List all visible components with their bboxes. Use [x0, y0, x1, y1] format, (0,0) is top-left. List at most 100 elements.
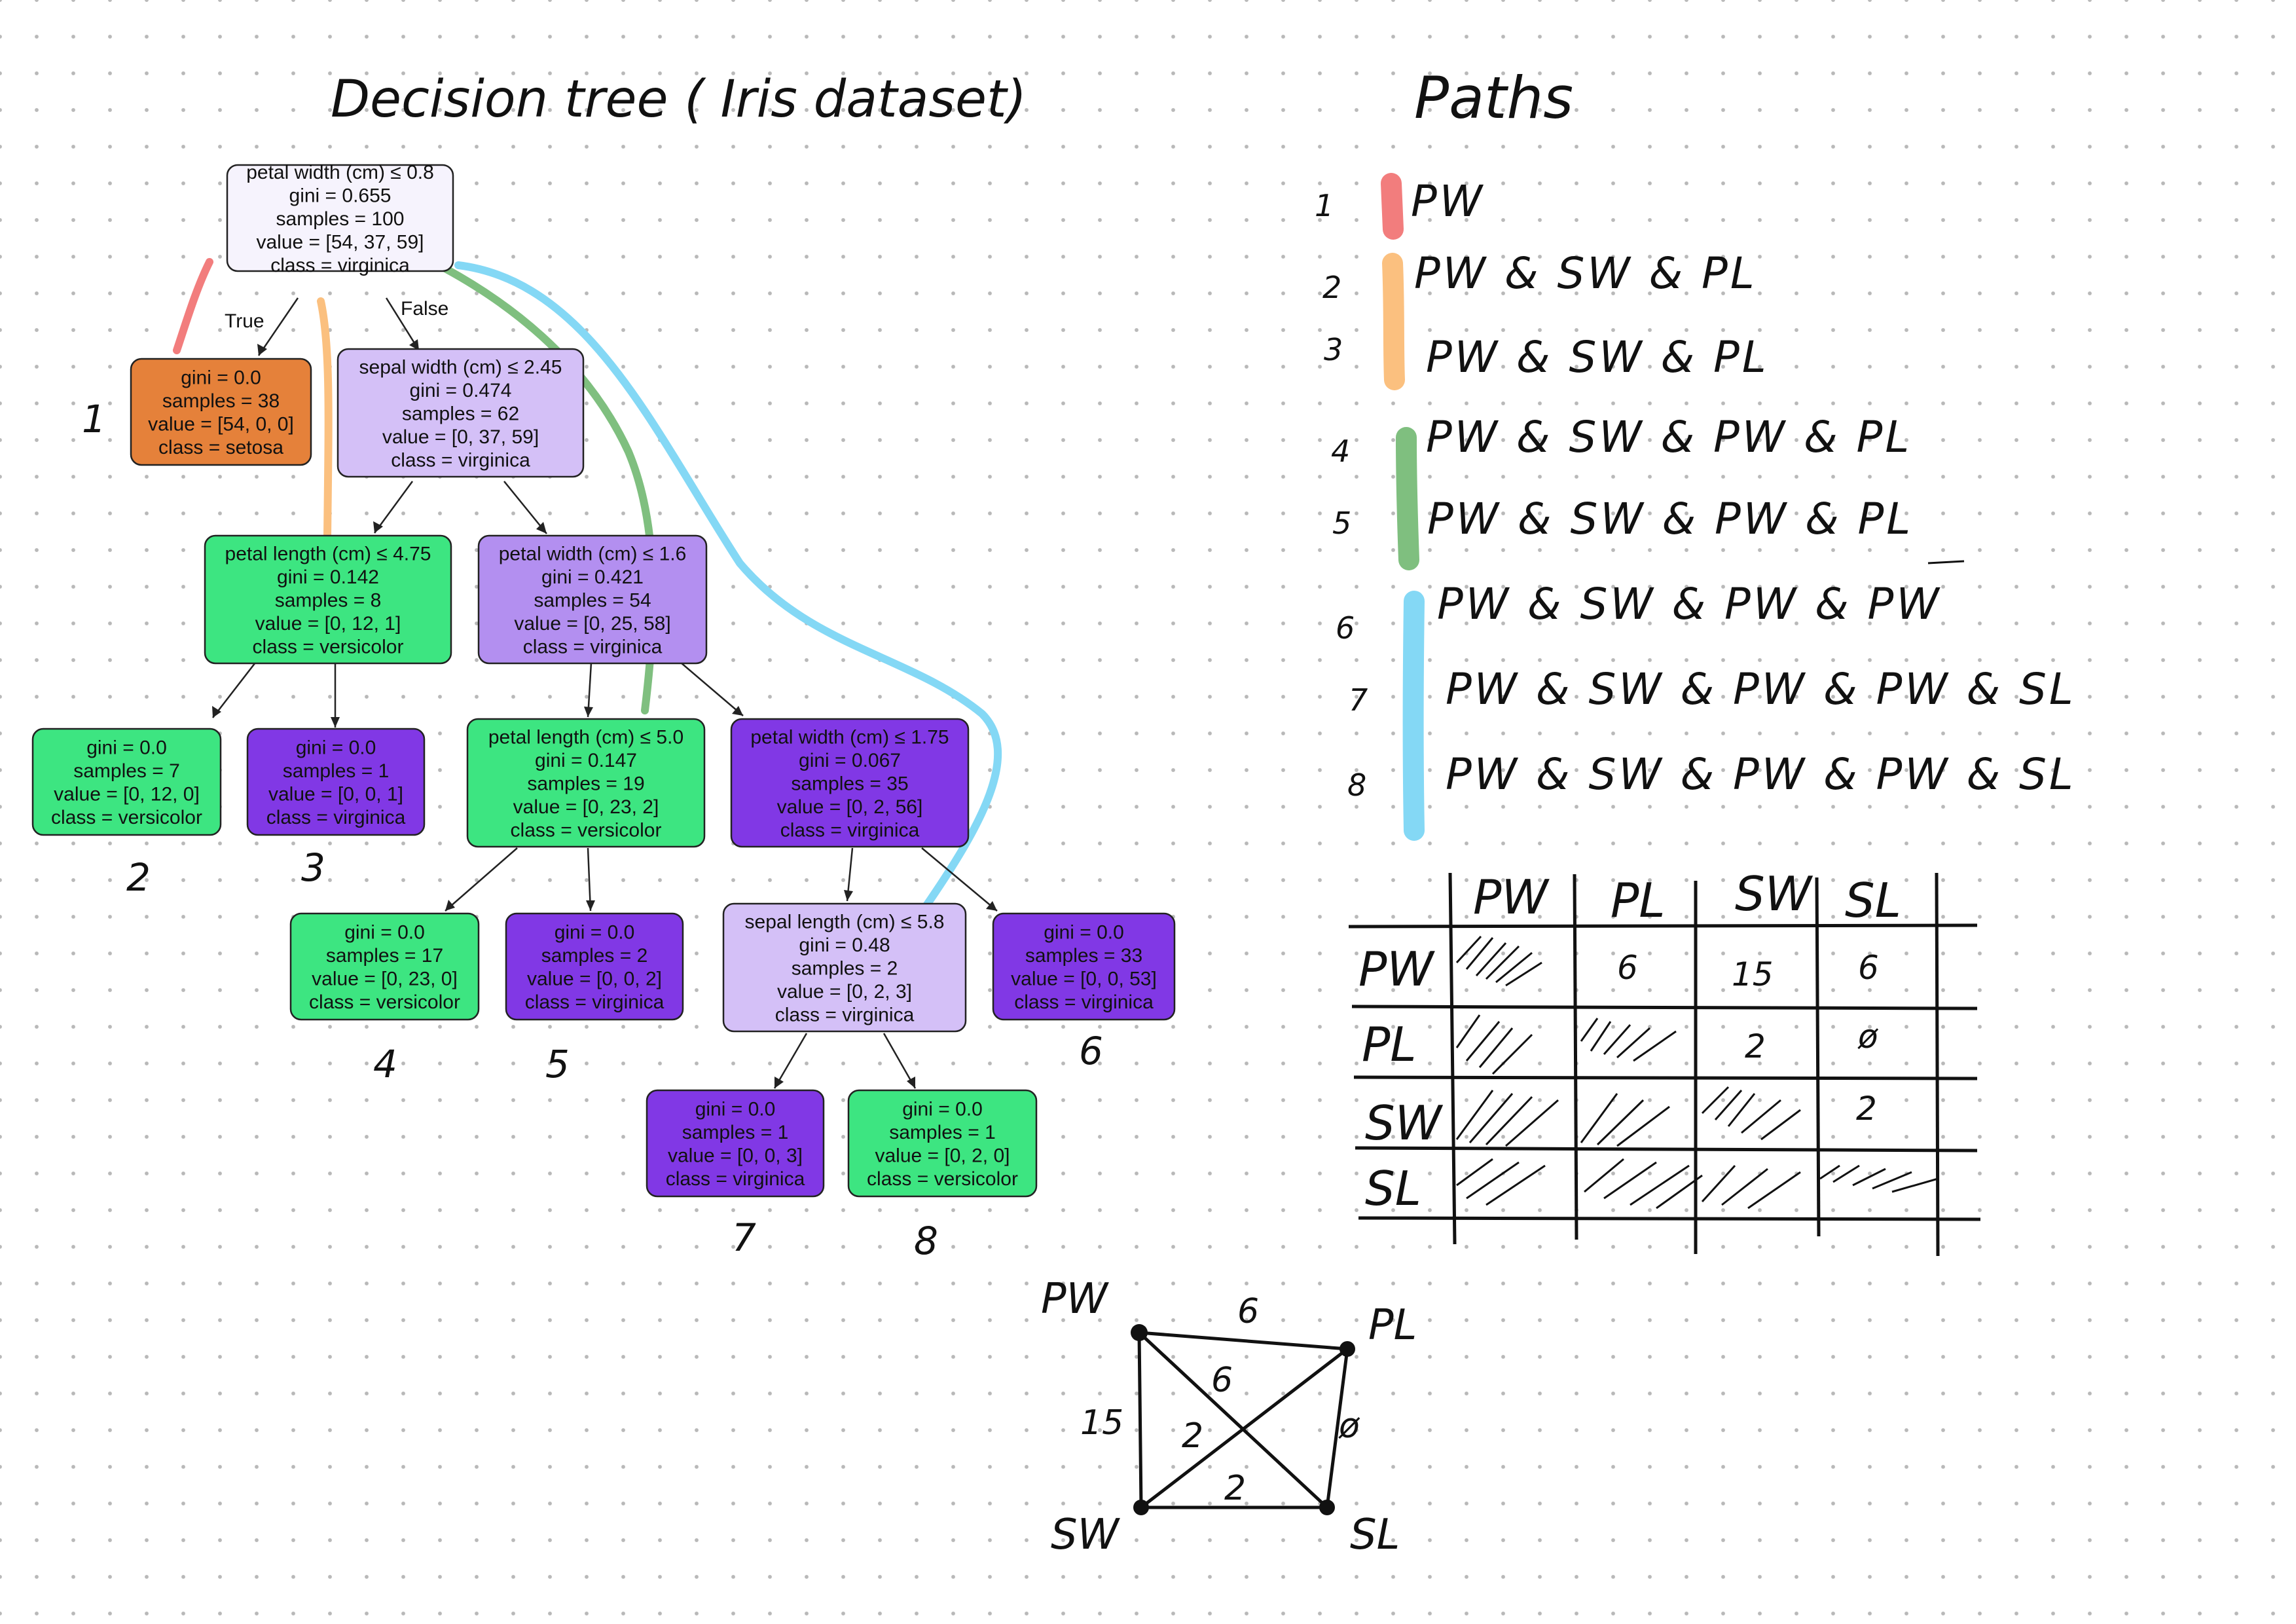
path-number: 8	[1347, 767, 1366, 803]
tree-node-box	[31, 728, 222, 836]
tree-node-line: samples = 7	[73, 760, 180, 782]
tree-edges	[212, 297, 998, 1089]
tree-node-line: value = [0, 25, 58]	[514, 613, 670, 635]
graph-node-label: SW	[1051, 1511, 1121, 1559]
tree-node-box	[477, 534, 708, 665]
tree-node-line: gini = 0.0	[296, 737, 376, 759]
tree-node-line: gini = 0.421	[541, 566, 644, 588]
tree-edge	[445, 847, 518, 912]
cooccurrence-matrix: PW PL SW SL PW PL SW SL 6 15 6 2 ø 2	[1348, 866, 1981, 1257]
tree-edge	[921, 847, 998, 912]
tree-node-line: samples = 1	[283, 760, 390, 782]
tree-node-line: samples = 38	[162, 390, 280, 412]
path-number: 1	[1315, 188, 1334, 223]
tree-node-line: petal width (cm) ≤ 0.8	[246, 162, 434, 183]
tree-node-line: samples = 2	[541, 945, 648, 967]
leaf-number: 4	[373, 1042, 397, 1086]
tree-node-line: gini = 0.655	[289, 185, 392, 206]
tree-node-line: value = [0, 2, 56]	[777, 796, 923, 818]
tree-node-line: class = versicolor	[253, 636, 404, 657]
leaf-number: 7	[732, 1215, 756, 1260]
tree-node-line: value = [0, 12, 0]	[54, 784, 200, 805]
tree-node-line: samples = 33	[1025, 945, 1142, 967]
leaf-number: 2	[126, 855, 151, 900]
tree-node-line: value = [0, 37, 59]	[382, 426, 539, 448]
tree-node-line: samples = 54	[534, 589, 651, 611]
graph-edge-label: 2	[1224, 1469, 1246, 1508]
tree-node-line: gini = 0.0	[695, 1099, 776, 1120]
feature-graph: PW PL SW SL 6 15 6 2 ø 2	[1041, 1275, 1417, 1559]
tree-node-line: samples = 1	[682, 1122, 789, 1143]
tree-edge	[212, 662, 256, 718]
tree-node-line: petal width (cm) ≤ 1.6	[499, 543, 687, 564]
matrix-row-header: SW	[1365, 1096, 1444, 1151]
tree-node-line: samples = 8	[275, 589, 382, 611]
tree-node-line: petal length (cm) ≤ 4.75	[225, 543, 431, 564]
graph-edge	[1137, 1331, 1329, 1509]
tree-node-line: class = virginica	[780, 819, 920, 841]
tree-node-line: class = setosa	[158, 437, 283, 458]
path-row: PW & SW & PW & PL	[1426, 412, 1912, 462]
tree-node-line: value = [54, 37, 59]	[256, 231, 424, 253]
graph-edge-label: 6	[1237, 1292, 1259, 1331]
tree-node-line: gini = 0.474	[410, 380, 512, 401]
tree-node-line: value = [0, 0, 2]	[527, 969, 662, 990]
path-row: PW & SW & PL	[1426, 332, 1769, 382]
path-row: PW & SW & PW & PW & SL	[1446, 664, 2076, 714]
matrix-grid	[1348, 872, 1981, 1257]
matrix-hatching	[1455, 935, 1939, 1209]
graph-edge	[1137, 1331, 1143, 1509]
tree-node-line: sepal length (cm) ≤ 5.8	[745, 911, 945, 932]
tree-node-line: petal width (cm) ≤ 1.75	[750, 726, 949, 748]
graph-node-pl	[1339, 1341, 1355, 1357]
tree-node-line: value = [0, 2, 0]	[875, 1145, 1010, 1167]
path-number: 5	[1332, 506, 1351, 541]
path-marker-blue	[1402, 591, 1425, 841]
path-row: PW & SW & PW & PW	[1437, 579, 1942, 629]
tree-edge	[257, 297, 299, 356]
tree-node-line: value = [0, 12, 1]	[255, 613, 401, 635]
matrix-col-header: SL	[1845, 873, 1901, 928]
path-highlight-blue	[454, 261, 1002, 914]
tree-node-line: gini = 0.067	[799, 750, 901, 771]
tree-edge	[373, 481, 414, 534]
graph-edge-label: 2	[1182, 1416, 1203, 1456]
graph-node-label: PL	[1368, 1301, 1417, 1350]
leaf-number: 3	[301, 845, 325, 890]
leaf-number: 1	[82, 397, 106, 441]
matrix-row-header: PW	[1358, 942, 1435, 997]
tree-edge	[385, 297, 420, 351]
tree-node-line: gini = 0.142	[277, 566, 379, 588]
graph-edge-label: ø	[1338, 1407, 1360, 1446]
path-row: PW & SW & PL	[1414, 248, 1757, 299]
tree-node-line: value = [0, 0, 1]	[268, 784, 403, 805]
graph-edge	[1137, 1331, 1349, 1351]
tree-node-box	[992, 912, 1176, 1021]
path-row: PW	[1411, 176, 1485, 227]
paths-title: Paths	[1414, 64, 1573, 132]
path-number: 6	[1336, 610, 1355, 646]
tree-node-line: samples = 35	[791, 773, 908, 794]
tree-node-line: gini = 0.0	[902, 1099, 983, 1120]
underline-mark	[1927, 560, 1965, 564]
matrix-col-header: PW	[1473, 870, 1550, 925]
graph-edges	[1137, 1331, 1349, 1509]
tree-node-line: class = virginica	[270, 255, 410, 276]
leaf-number: 8	[914, 1219, 938, 1263]
tree-node-line: gini = 0.147	[535, 750, 637, 771]
tree-node-line: class = virginica	[525, 991, 665, 1013]
tree-node-box	[289, 912, 480, 1021]
tree-node-box	[466, 718, 706, 848]
tree-node-line: value = [0, 23, 2]	[513, 796, 659, 818]
edge-label-true: True	[225, 310, 264, 332]
graph-edge	[1139, 1347, 1349, 1509]
tree-node-line: class = versicolor	[51, 807, 202, 828]
